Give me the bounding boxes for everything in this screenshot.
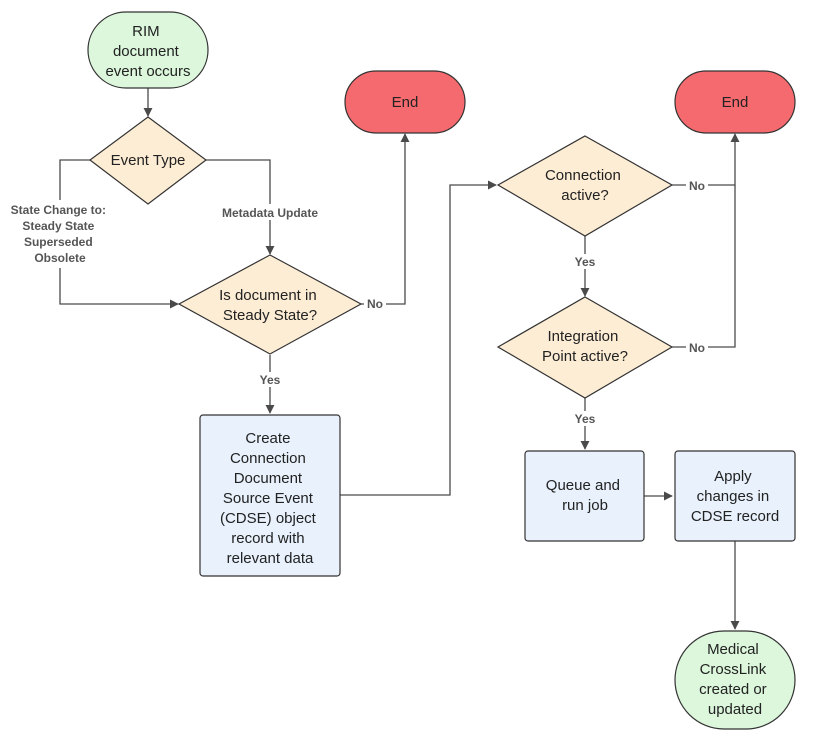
queue-job-label: Queue and run job bbox=[546, 477, 624, 514]
start-node bbox=[87, 11, 209, 89]
integration-no-label: No bbox=[689, 341, 705, 355]
state-change-label-bg bbox=[0, 200, 120, 268]
edge-integration-no bbox=[672, 185, 736, 348]
end-right-label: End bbox=[722, 94, 749, 111]
metadata-label-bg bbox=[214, 204, 326, 220]
edge-connection-no bbox=[672, 133, 740, 186]
connection-active-label: Connection active? bbox=[545, 167, 625, 204]
apply-changes-process bbox=[674, 450, 796, 542]
create-cdse-process bbox=[199, 414, 341, 577]
integration-yes-label-bg bbox=[570, 411, 600, 426]
crosslink-label: Medical CrossLink created or updated bbox=[699, 641, 771, 718]
metadata-update-label: Metadata Update bbox=[222, 206, 318, 220]
steady-no-label: No bbox=[367, 297, 383, 311]
state-change-label: State Change to: Steady State Superseded… bbox=[11, 203, 110, 265]
queue-job-process bbox=[524, 450, 645, 542]
edge-cdse-to-connection bbox=[340, 180, 497, 496]
apply-changes-label: Apply changes in CDSE record bbox=[691, 468, 779, 525]
integration-no-label-bg bbox=[686, 340, 708, 355]
steady-state-decision bbox=[177, 254, 363, 355]
end-node-left bbox=[344, 70, 466, 134]
edge-event-type-metadata bbox=[206, 159, 275, 255]
crosslink-node bbox=[674, 630, 796, 730]
integration-yes-label: Yes bbox=[575, 412, 596, 426]
connection-active-decision bbox=[496, 135, 674, 237]
steady-yes-label: Yes bbox=[260, 373, 281, 387]
start-node-label: RIM document event occurs bbox=[105, 23, 190, 80]
connection-yes-label: Yes bbox=[575, 255, 596, 269]
edge-steady-no bbox=[361, 133, 410, 305]
event-type-decision bbox=[88, 116, 208, 205]
create-cdse-label: Create Connection Document Source Event … bbox=[220, 430, 320, 567]
steady-state-label: Is document in Steady State? bbox=[219, 287, 321, 324]
integration-point-label: Integration Point active? bbox=[542, 328, 628, 365]
connection-no-label: No bbox=[689, 179, 705, 193]
steady-no-label-bg bbox=[364, 296, 386, 311]
end-node-right bbox=[674, 70, 796, 134]
end-left-label: End bbox=[392, 94, 419, 111]
event-type-label: Event Type bbox=[111, 152, 186, 169]
connection-no-label-bg bbox=[686, 178, 708, 193]
integration-point-decision bbox=[496, 296, 674, 399]
steady-yes-label-bg bbox=[255, 372, 285, 387]
connection-yes-label-bg bbox=[570, 254, 600, 269]
